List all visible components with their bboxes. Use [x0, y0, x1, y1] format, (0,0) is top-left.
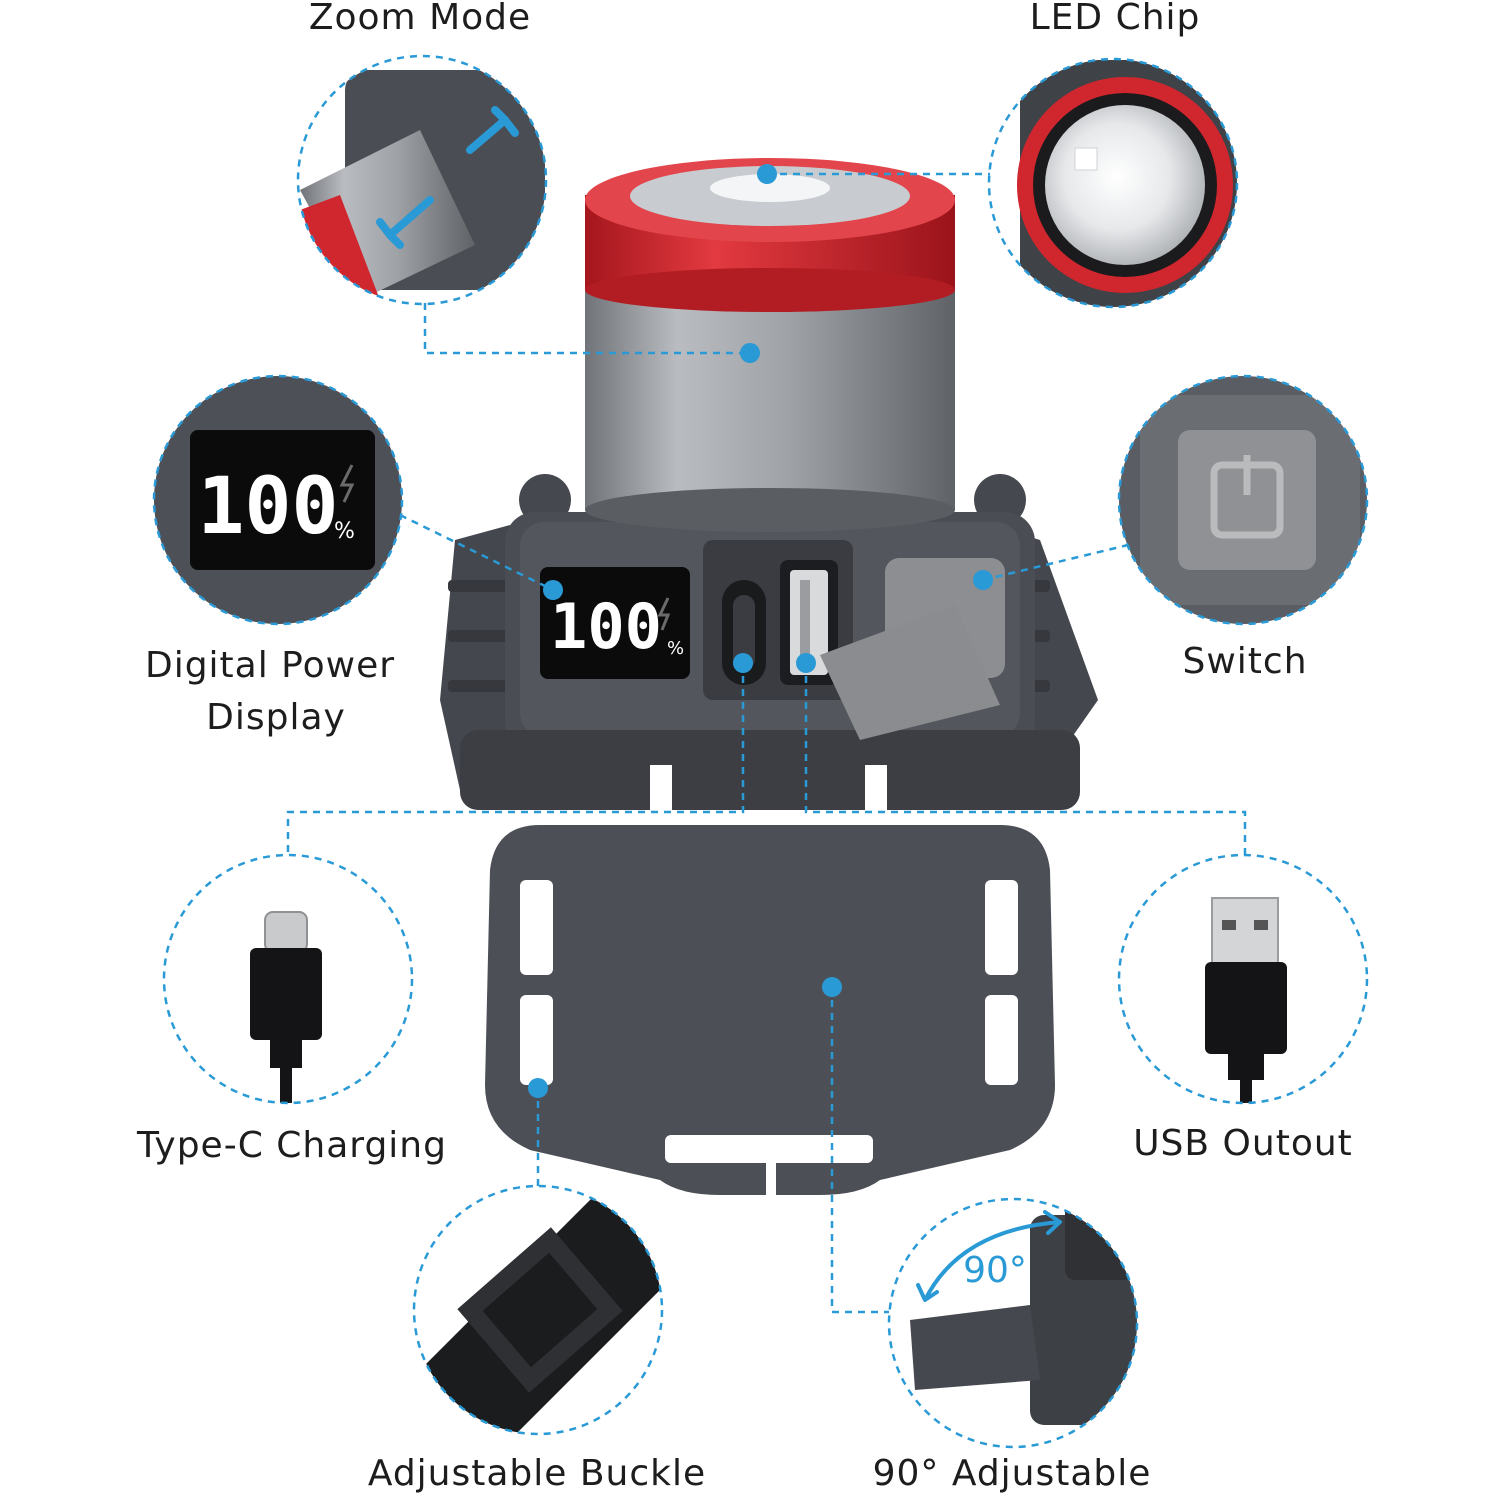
label-led-chip: LED Chip: [1029, 0, 1201, 38]
usb-detail: [1119, 855, 1367, 1103]
lamp-head: [585, 158, 955, 532]
double-arrow-icon: [376, 106, 519, 249]
label-buckle: Adjustable Buckle: [367, 1453, 707, 1494]
angle-value: 90°: [963, 1250, 1027, 1291]
switch-detail: [1119, 376, 1367, 624]
label-adjustable: 90° Adjustable: [872, 1453, 1152, 1494]
callout-dots: [528, 164, 993, 1098]
leader-lines: [286, 172, 1247, 1314]
display-detail: 100 %: [154, 376, 402, 624]
adjustable-detail: 90°: [889, 1199, 1137, 1447]
label-usb-output: USB Outout: [1133, 1123, 1353, 1164]
label-digital-power-2: Display: [206, 697, 346, 738]
label-digital-power-1: Digital Power: [144, 645, 396, 686]
label-zoom-mode: Zoom Mode: [308, 0, 532, 38]
detail-battery-unit: %: [334, 519, 355, 544]
port-cover-flap: [820, 605, 1000, 740]
buckle-detail: [414, 1186, 662, 1434]
rotation-arc: [923, 1220, 1061, 1301]
switch-area: [820, 558, 1005, 740]
housing-battery-unit: %: [667, 638, 684, 659]
lightning-icon: [657, 597, 671, 631]
plate-body: [485, 825, 1055, 1195]
lightning-icon: [339, 464, 355, 503]
detail-battery-value: 100: [198, 462, 339, 552]
power-icon: [1210, 455, 1284, 539]
type-c-detail: [164, 855, 412, 1103]
housing-display: 100 %: [540, 567, 690, 679]
label-switch: Switch: [1182, 641, 1308, 682]
led-detail: [989, 59, 1237, 307]
zoom-detail: [298, 56, 546, 304]
label-type-c: Type-C Charging: [137, 1125, 447, 1166]
housing-battery-value: 100: [550, 590, 662, 663]
mount-plate: [485, 765, 1055, 1200]
